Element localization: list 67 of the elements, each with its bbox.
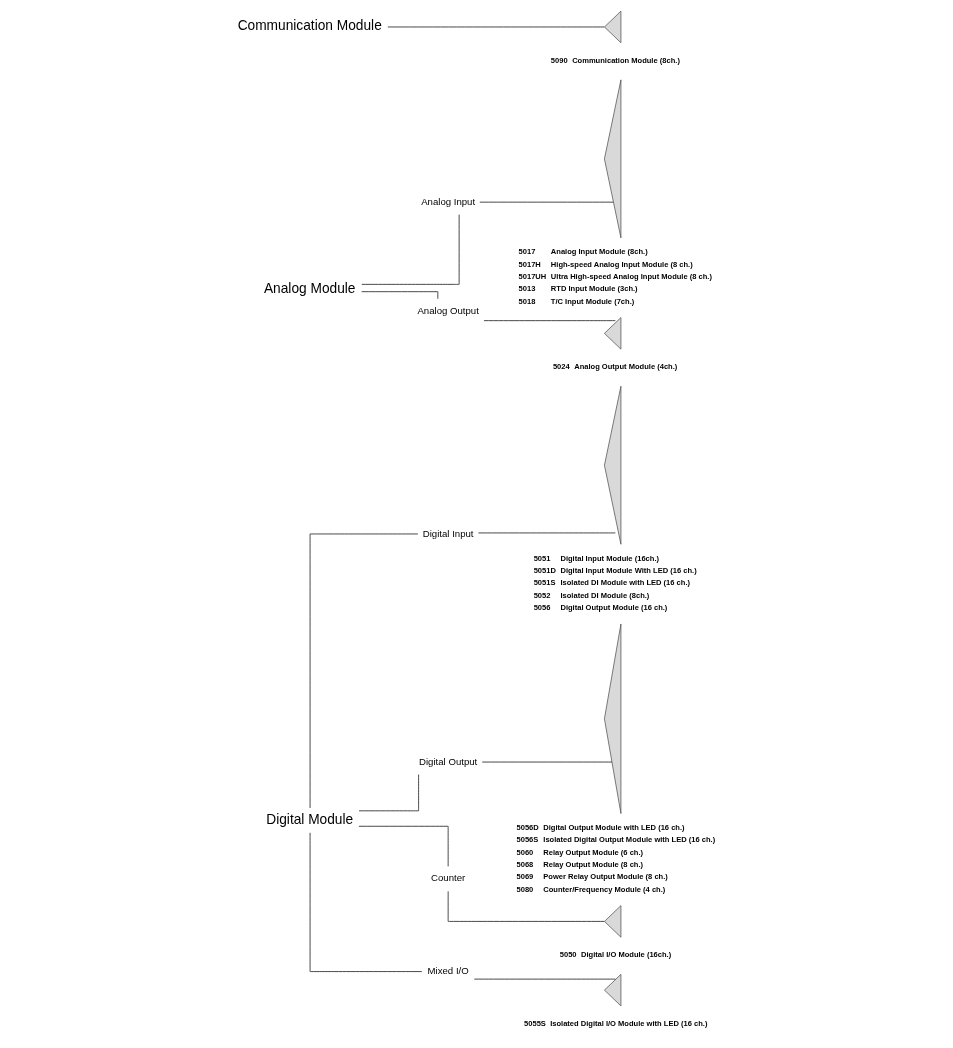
node-label: High-speed Analog Input Module (8 ch.) bbox=[550, 259, 693, 269]
connector bbox=[473, 978, 616, 980]
connector bbox=[478, 201, 614, 203]
connector bbox=[447, 890, 605, 922]
node-triangle bbox=[603, 905, 621, 938]
node-label: 5013 bbox=[518, 284, 535, 294]
connector bbox=[358, 774, 419, 812]
node-label: 5068 bbox=[516, 860, 533, 870]
node-label: 5080 bbox=[516, 884, 533, 894]
node-label: 5024 bbox=[552, 361, 570, 371]
node-label: Counter/Frequency Module (4 ch.) bbox=[542, 884, 665, 894]
node-label: Communication Module (8ch.) bbox=[571, 55, 680, 65]
node-triangle bbox=[603, 79, 621, 239]
node-label: 5017H bbox=[518, 259, 541, 269]
connector bbox=[358, 825, 449, 867]
node-label: 5052 bbox=[533, 590, 550, 600]
node-triangle bbox=[603, 317, 621, 350]
node-label: T/C Input Module (7ch.) bbox=[550, 296, 634, 306]
node-label: Relay Output Module (8 ch.) bbox=[542, 860, 643, 870]
node-label: 5051S bbox=[533, 578, 555, 588]
node-triangle bbox=[603, 385, 621, 545]
node-label: Isolated Digital I/O Module with LED (16 ch.) bbox=[549, 1018, 707, 1028]
node-label: Ultra High-speed Analog Input Module (8 ch.) bbox=[550, 271, 712, 281]
node-label: Isolated DI Module (8ch.) bbox=[559, 590, 649, 600]
node-label: 5056 bbox=[533, 603, 550, 613]
node-triangle bbox=[603, 973, 621, 1007]
node-text: Communication Module bbox=[237, 18, 382, 34]
node-label: 5055S bbox=[523, 1018, 546, 1028]
node-label: Digital Input Module (16ch.) bbox=[559, 553, 659, 563]
node-label: Analog Input Module (8ch.) bbox=[550, 247, 648, 257]
node-label: Digital Output Module (16 ch.) bbox=[559, 603, 667, 613]
node-label: 5056D bbox=[516, 822, 539, 832]
node-text: Analog Module bbox=[263, 280, 355, 296]
node-label: 5090 bbox=[550, 55, 568, 65]
node-triangle bbox=[603, 623, 621, 814]
node-label: 5051D bbox=[533, 565, 556, 575]
node-label: Relay Output Module (6 ch.) bbox=[542, 847, 643, 857]
node-text: Digital Output bbox=[418, 755, 477, 767]
node-label: 5018 bbox=[518, 296, 535, 306]
node-triangle bbox=[603, 10, 621, 44]
connector bbox=[360, 291, 438, 300]
connector bbox=[309, 832, 422, 972]
node-text: Counter bbox=[430, 872, 465, 884]
node-label: 5017 bbox=[518, 247, 535, 257]
node-label: Isolated DI Module with LED (16 ch.) bbox=[559, 578, 690, 588]
node-text: Mixed I/O bbox=[427, 965, 469, 977]
node-text: Digital Module bbox=[265, 811, 353, 827]
connector bbox=[309, 533, 418, 809]
node-label: 5050 bbox=[559, 950, 577, 959]
connector bbox=[481, 761, 612, 763]
node-text: Analog Input bbox=[420, 195, 475, 207]
node-label: Digital I/O Module (16ch.) bbox=[580, 950, 671, 959]
node-label: Power Relay Output Module (8 ch.) bbox=[542, 872, 668, 882]
node-label: 5051 bbox=[533, 553, 550, 563]
node-label: RTD Input Module (3ch.) bbox=[550, 284, 638, 294]
node-label: 5069 bbox=[516, 872, 533, 882]
node-label: Analog Output Module (4ch.) bbox=[573, 361, 677, 371]
connector bbox=[483, 320, 616, 322]
node-label: 5056S bbox=[516, 835, 538, 845]
node-label: Digital Output Module with LED (16 ch.) bbox=[542, 822, 685, 832]
node-text: Digital Input bbox=[422, 527, 474, 539]
node-label: Isolated Digital Output Module with LED (16 ch.) bbox=[542, 835, 715, 845]
node-label: 5060 bbox=[516, 847, 533, 857]
node-label: Digital Input Module With LED (16 ch.) bbox=[559, 565, 697, 575]
connector bbox=[360, 214, 460, 285]
node-label: 5017UH bbox=[518, 271, 546, 281]
node-text: Analog Output bbox=[416, 304, 479, 316]
